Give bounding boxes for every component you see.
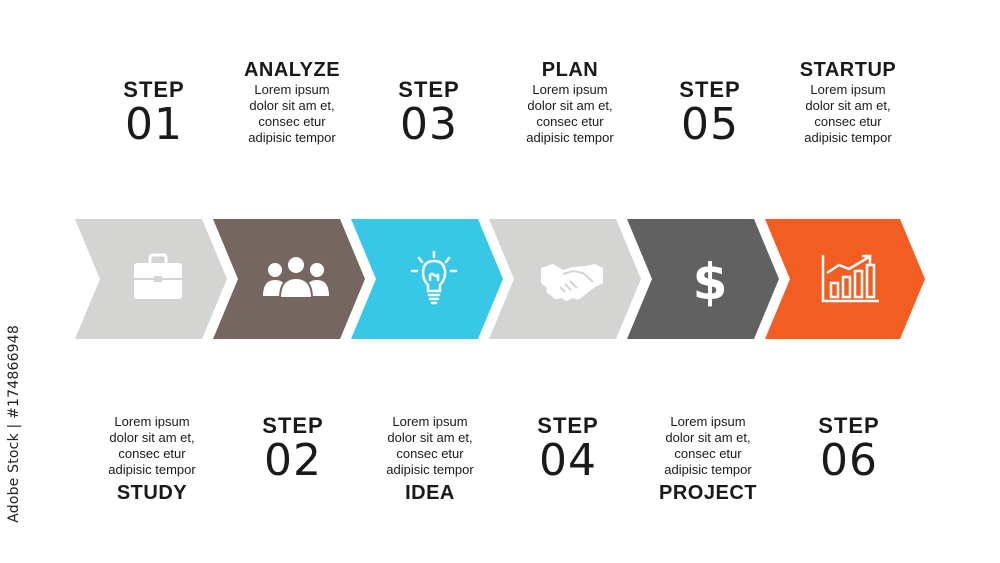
step-word: STEP <box>398 77 460 102</box>
description-line: adipisic tempor <box>386 462 474 477</box>
step-word: STEP <box>262 413 324 438</box>
description-line: Lorem ipsum <box>532 82 608 97</box>
step-number: 02 <box>264 435 322 486</box>
lightbulb-icon <box>399 250 469 310</box>
step-number: 04 <box>539 435 597 486</box>
description-line: Lorem ipsum <box>254 82 330 97</box>
step-title: IDEA <box>405 482 455 504</box>
growth-chart-icon <box>813 249 883 309</box>
description-line: dolor sit am et, <box>665 430 751 445</box>
description-line: Lorem ipsum <box>392 414 468 429</box>
step-word: STEP <box>818 413 880 438</box>
step-text-03: Lorem ipsum dolor sit am et, consec etur… <box>350 414 510 505</box>
arrow-segment-3 <box>351 219 503 339</box>
description-line: adipisic tempor <box>108 462 196 477</box>
dollar-icon: $ <box>675 249 745 311</box>
description-line: dolor sit am et, <box>805 98 891 113</box>
handshake-icon <box>537 250 607 310</box>
step-text-06: STARTUP Lorem ipsum dolor sit am et, con… <box>768 58 928 146</box>
svg-text:$: $ <box>693 253 728 309</box>
description-line: dolor sit am et, <box>109 430 195 445</box>
step-description: Lorem ipsum dolor sit am et, consec etur… <box>628 414 788 478</box>
arrow-segment-5 <box>627 219 779 339</box>
description-line: dolor sit am et, <box>387 430 473 445</box>
step-label-05: STEP 05 <box>650 78 770 148</box>
description-line: adipisic tempor <box>804 130 892 145</box>
description-line: consec etur <box>118 446 186 461</box>
description-line: consec etur <box>258 114 326 129</box>
team-icon <box>261 248 331 308</box>
description-line: Lorem ipsum <box>810 82 886 97</box>
description-line: consec etur <box>814 114 882 129</box>
step-description: Lorem ipsum dolor sit am et, consec etur… <box>768 82 928 146</box>
step-title: PLAN <box>541 59 599 81</box>
step-number: 06 <box>820 435 878 486</box>
step-description: Lorem ipsum dolor sit am et, consec etur… <box>212 82 372 146</box>
step-title: ANALYZE <box>243 59 341 81</box>
description-line: consec etur <box>396 446 464 461</box>
step-text-04: PLAN Lorem ipsum dolor sit am et, consec… <box>490 58 650 146</box>
step-word: STEP <box>537 413 599 438</box>
step-label-04: STEP 04 <box>508 414 628 484</box>
description-line: Lorem ipsum <box>670 414 746 429</box>
briefcase-icon <box>123 250 193 310</box>
description-line: consec etur <box>536 114 604 129</box>
step-label-06: STEP 06 <box>789 414 909 484</box>
description-line: dolor sit am et, <box>249 98 335 113</box>
step-number: 01 <box>125 99 183 150</box>
step-label-03: STEP 03 <box>369 78 489 148</box>
step-label-02: STEP 02 <box>233 414 353 484</box>
step-text-01: Lorem ipsum dolor sit am et, consec etur… <box>72 414 232 505</box>
arrow-segment-6 <box>765 219 925 339</box>
description-line: adipisic tempor <box>526 130 614 145</box>
description-line: dolor sit am et, <box>527 98 613 113</box>
description-line: adipisic tempor <box>248 130 336 145</box>
description-line: adipisic tempor <box>664 462 752 477</box>
step-number: 05 <box>681 99 739 150</box>
step-word: STEP <box>679 77 741 102</box>
step-description: Lorem ipsum dolor sit am et, consec etur… <box>72 414 232 478</box>
step-description: Lorem ipsum dolor sit am et, consec etur… <box>350 414 510 478</box>
step-label-01: STEP 01 <box>94 78 214 148</box>
step-title: STUDY <box>116 482 188 504</box>
step-number: 03 <box>400 99 458 150</box>
step-word: STEP <box>123 77 185 102</box>
step-text-05: Lorem ipsum dolor sit am et, consec etur… <box>628 414 788 505</box>
step-description: Lorem ipsum dolor sit am et, consec etur… <box>490 82 650 146</box>
step-title: STARTUP <box>799 59 897 81</box>
step-text-02: ANALYZE Lorem ipsum dolor sit am et, con… <box>212 58 372 146</box>
description-line: consec etur <box>674 446 742 461</box>
description-line: Lorem ipsum <box>114 414 190 429</box>
step-title: PROJECT <box>659 482 757 504</box>
